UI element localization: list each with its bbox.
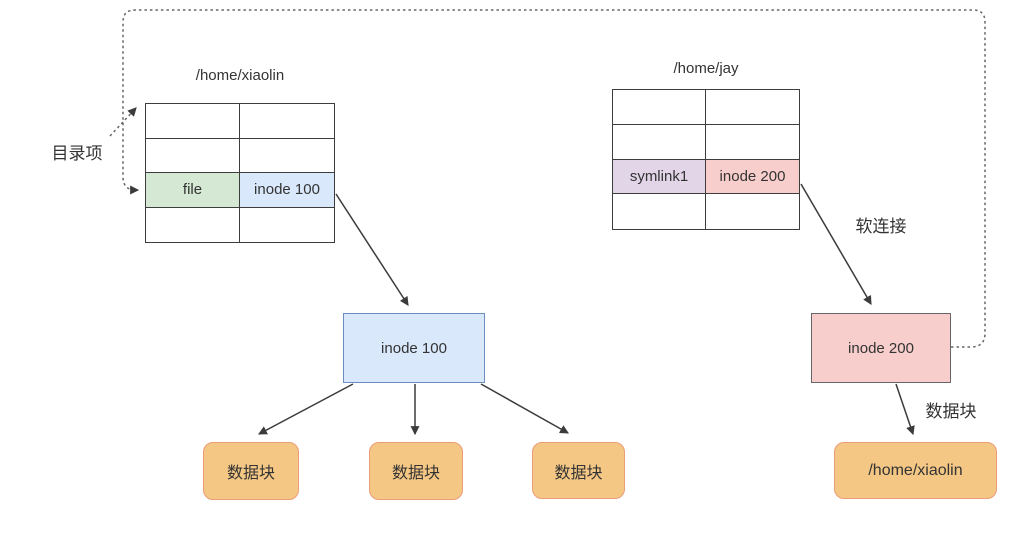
directory-entry-label: 目录项 [51,144,103,163]
symlink-target-data-block: /home/xiaolin [834,442,997,499]
arrow-inode200-to-target-block [895,383,915,436]
table-cell-empty [240,208,334,243]
table-cell-empty [146,138,240,173]
data-block-2: 数据块 [369,442,463,500]
soft-link-label: 软连接 [855,217,907,236]
symlink-inode-cell: inode 200 [706,159,799,195]
file-name-cell: file [146,173,240,208]
table-cell-empty [613,124,706,160]
table-cell-empty [706,194,799,229]
directory-entry-pointer-arrow [109,107,137,137]
arrow-symlink-cell-to-inode200-box [800,183,872,305]
table-cell-empty [240,139,334,173]
table-cell-empty [706,125,799,160]
inode200-box: inode 200 [811,313,951,383]
table-cell-empty [146,207,240,242]
table-cell-empty [706,90,799,125]
data-block-annotation: 数据块 [925,402,977,421]
symlink-name-cell: symlink1 [613,159,706,195]
right-directory-table: symlink1 inode 200 [612,89,800,230]
table-cell-empty [146,104,240,139]
table-cell-empty [613,90,706,125]
arrow-inode100-to-datablock-1 [258,383,354,435]
inode100-box: inode 100 [343,313,485,383]
right-table-title: /home/jay [673,60,739,77]
data-block-1: 数据块 [203,442,299,500]
arrow-inode100-cell-to-box [335,193,409,306]
file-inode-cell: inode 100 [240,173,334,208]
left-directory-table: file inode 100 [145,103,335,243]
data-block-3: 数据块 [532,442,625,499]
arrow-inode100-to-datablock-3 [480,383,569,434]
table-cell-empty [240,104,334,139]
left-table-title: /home/xiaolin [195,67,285,84]
table-cell-empty [613,194,706,229]
